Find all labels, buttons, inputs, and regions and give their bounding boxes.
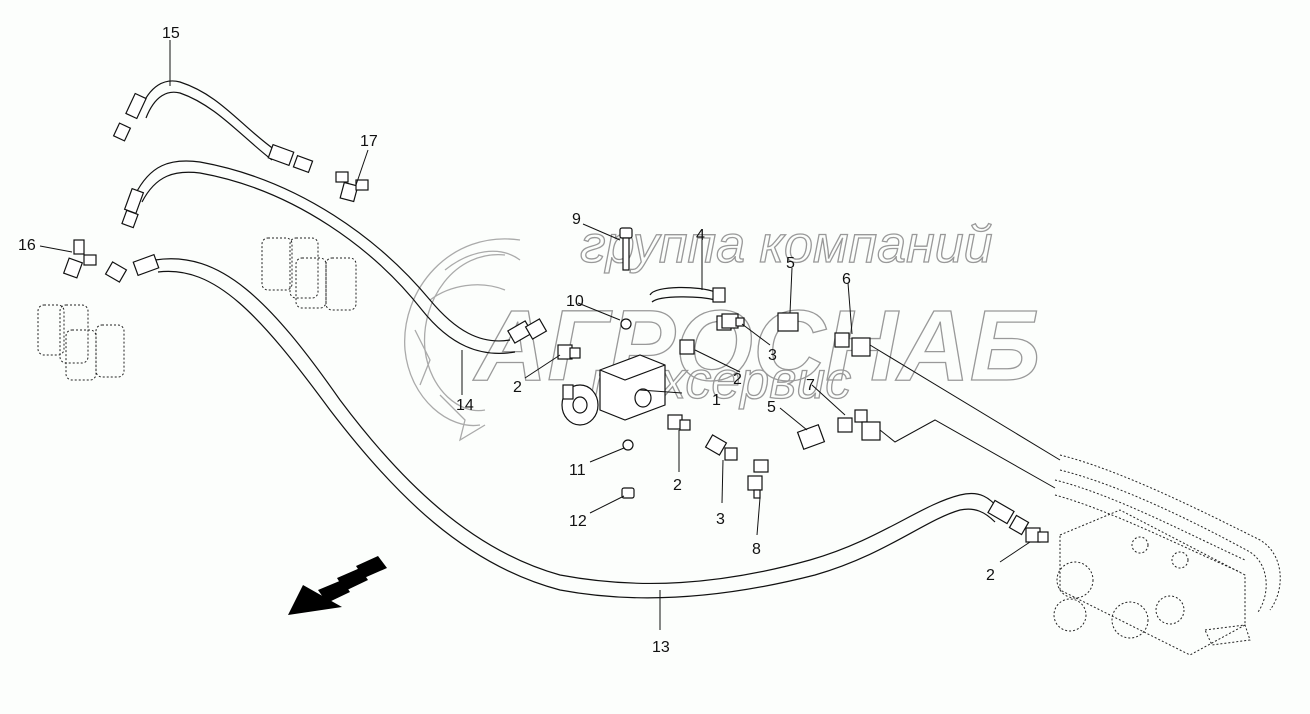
valve-block-1 (561, 354, 666, 426)
adapter-5-b (796, 424, 826, 450)
fitting-2-b (679, 339, 695, 355)
tee-7 (837, 409, 881, 441)
valve-bank (1053, 454, 1281, 656)
callout-2-c[interactable]: 2 (673, 477, 682, 494)
callout-3-b[interactable]: 3 (716, 511, 725, 528)
elbow-3-a (721, 313, 745, 329)
callout-12[interactable]: 12 (569, 513, 587, 530)
connection-line-7 (879, 419, 1056, 489)
callout-15[interactable]: 15 (162, 25, 180, 42)
callout-10[interactable]: 10 (566, 293, 584, 310)
callout-3-a[interactable]: 3 (768, 347, 777, 364)
callout-1[interactable]: 1 (712, 392, 721, 409)
tee-fitting-16 (62, 239, 97, 279)
tee-6 (834, 332, 871, 357)
fitting-2-d (1025, 527, 1049, 543)
callout-9[interactable]: 9 (572, 211, 581, 228)
callout-13[interactable]: 13 (652, 639, 670, 656)
coupling-cluster-right (261, 237, 357, 311)
elbow-3-b (704, 434, 738, 461)
bolt-9 (619, 227, 633, 271)
callout-11[interactable]: 11 (569, 462, 586, 479)
callout-17[interactable]: 17 (360, 133, 378, 150)
callout-5-b[interactable]: 5 (767, 399, 776, 416)
callout-6[interactable]: 6 (842, 271, 851, 288)
adapter-5-a (777, 312, 799, 332)
callouts: 15 17 16 9 4 5 6 10 3 2 2 1 7 5 14 11 2 … (18, 25, 995, 656)
callout-14[interactable]: 14 (456, 397, 474, 414)
callout-2-a[interactable]: 2 (513, 379, 522, 396)
nut-12 (621, 487, 635, 499)
callout-2-b[interactable]: 2 (733, 371, 742, 388)
watermark-wreath-logo (404, 238, 521, 442)
leader-lines (39, 40, 1031, 630)
watermark-line1: группа компаний (580, 216, 993, 274)
callout-8[interactable]: 8 (752, 541, 761, 558)
washer-11 (622, 439, 634, 451)
tee-fitting-17 (335, 171, 369, 203)
hose-15 (112, 80, 314, 174)
swivel-8 (747, 459, 769, 499)
callout-7[interactable]: 7 (806, 377, 815, 394)
fitting-2-a (557, 344, 581, 360)
hose-14 (121, 160, 548, 354)
coupling-cluster-left (37, 304, 125, 381)
connection-line-6 (869, 344, 1061, 461)
callout-2-d[interactable]: 2 (986, 567, 995, 584)
direction-arrow (288, 556, 387, 615)
hose-13 (104, 253, 1030, 599)
callout-4[interactable]: 4 (696, 227, 705, 244)
callout-16[interactable]: 16 (18, 237, 36, 254)
washer-10 (620, 318, 632, 330)
fitting-2-c (667, 414, 691, 431)
callout-5-a[interactable]: 5 (786, 255, 795, 272)
